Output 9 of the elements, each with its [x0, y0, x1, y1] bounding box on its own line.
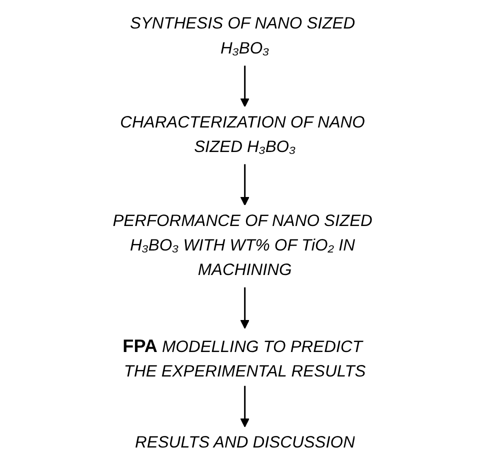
node-text: SYNTHESIS OF NANO SIZED H₃BO₃: [130, 15, 355, 58]
node-text: FPA MODELLING TO PREDICT THE EXPERIMENTAL RESULTS: [122, 336, 366, 381]
arrow: [240, 386, 249, 428]
node-text: PERFORMANCE OF NANO SIZED H₃BO₃ WITH WT% OF TiO₂ IN MACHINING: [112, 212, 372, 280]
node-text: RESULTS AND DISCUSSION: [134, 434, 355, 452]
arrow: [240, 164, 249, 206]
arrow: [240, 66, 249, 108]
node-text: CHARACTERIZATION OF NANO SIZED H₃BO₃: [120, 114, 365, 156]
arrow: [240, 287, 249, 329]
